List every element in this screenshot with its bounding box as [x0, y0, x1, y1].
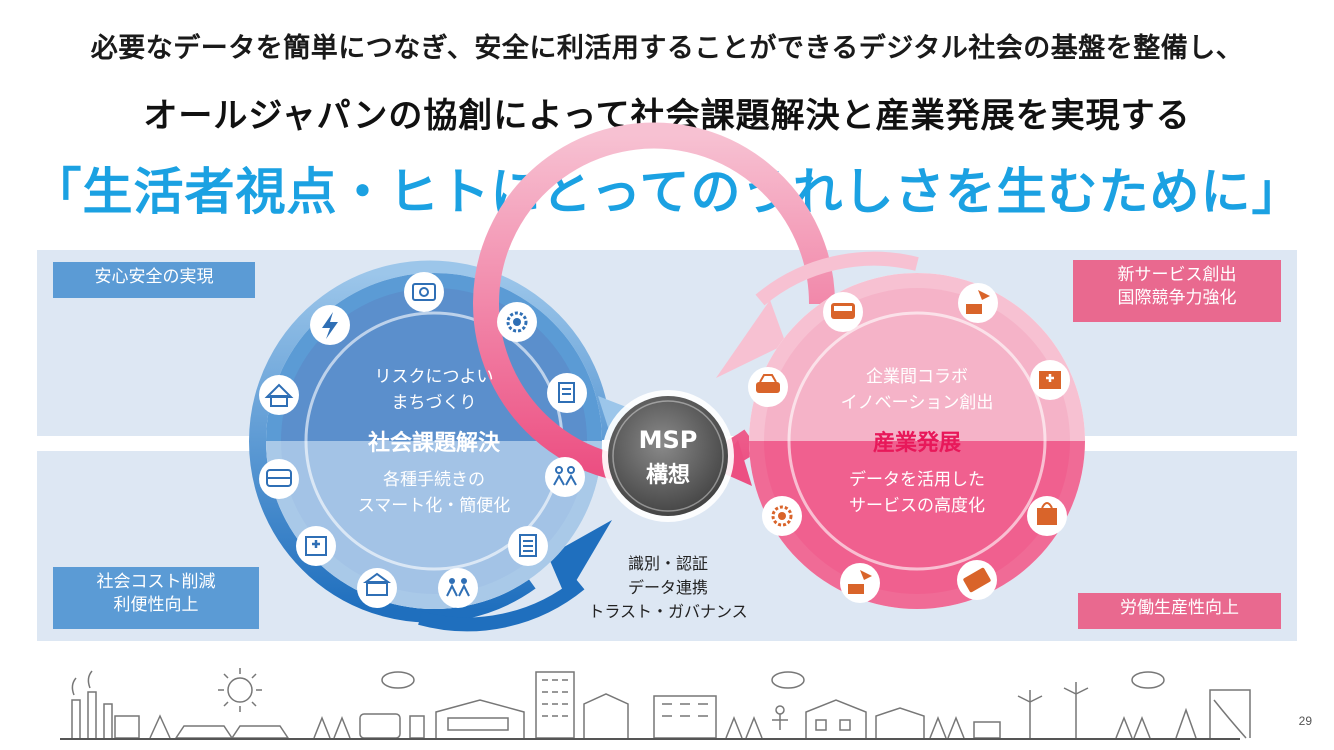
bridge-text-1: 識別・認証: [628, 554, 708, 573]
tag-cost-reduction: 社会コスト削減 利便性向上: [53, 567, 259, 629]
cars-icon: [748, 367, 788, 407]
bridge-text-3: トラスト・ガバナンス: [588, 602, 747, 621]
truck-plane-icon-2: [840, 563, 880, 603]
headline-line-1: 必要なデータを簡単につなぎ、安全に利活用することができるデジタル社会の基盤を整備…: [90, 33, 1244, 64]
hospital-icon: [296, 526, 336, 566]
tag-new-service-line2: 国際競争力強化: [1117, 287, 1237, 308]
right-upper-text-1: 企業間コラボ: [866, 367, 968, 387]
left-upper-text-1: リスクにつよい: [375, 367, 494, 387]
document-list-icon: [508, 526, 548, 566]
house-shield-icon: [259, 375, 299, 415]
tag-new-service-line1: 新サービス創出: [1117, 265, 1237, 285]
tag-new-service: 新サービス創出 国際競争力強化: [1073, 260, 1281, 322]
msp-center: MSP 構想: [602, 390, 734, 522]
truck-plane-icon: [958, 283, 998, 323]
tag-safety-text: 安心安全の実現: [94, 267, 214, 287]
msp-sub-label: 構想: [646, 462, 690, 488]
tag-productivity: 労働生産性向上: [1078, 593, 1281, 629]
left-lower-text-2: スマート化・簡便化: [358, 496, 511, 516]
bus-icon-right: [823, 292, 863, 332]
certificate-icon: [547, 373, 587, 413]
right-upper-text-2: イノベーション創出: [841, 393, 994, 413]
headline-line-3: 「生活者視点・ヒトにとってのうれしさを生むために」: [31, 163, 1303, 221]
bridge-text-2: データ連携: [628, 578, 708, 597]
gear-yen-icon-right: [762, 496, 802, 536]
right-lower-text-1: データを活用した: [849, 469, 985, 490]
left-upper-text-2: まちづくり: [392, 393, 477, 413]
right-arrow-tail: [716, 440, 752, 486]
left-arrow-head: [548, 520, 612, 598]
tag-cost-reduction-line1: 社会コスト削減: [96, 572, 216, 592]
left-title: 社会課題解決: [368, 430, 501, 456]
left-lower-text-1: 各種手続きの: [383, 470, 485, 490]
footer-baseline: [60, 738, 1240, 740]
right-arrow-head: [716, 300, 786, 378]
cityscape-illustration: [71, 668, 1251, 739]
bus-icon: [259, 459, 299, 499]
right-title: 産業発展: [873, 430, 961, 456]
city-hall-icon: [357, 568, 397, 608]
family-icon: [545, 457, 585, 497]
document-card-icon: [404, 272, 444, 312]
children-icon: [438, 568, 478, 608]
hospital-icon-right: [1030, 360, 1070, 400]
credit-card-icon: [957, 560, 997, 600]
tag-safety: 安心安全の実現: [53, 262, 255, 298]
tag-cost-reduction-line2: 利便性向上: [113, 594, 199, 615]
gear-yen-icon: [497, 302, 537, 342]
shopping-bag-icon: [1027, 496, 1067, 536]
page-number: 29: [1298, 714, 1312, 728]
lightning-icon: [310, 305, 350, 345]
right-ring: [749, 273, 1085, 609]
right-lower-text-2: サービスの高度化: [849, 496, 985, 516]
tag-productivity-text: 労働生産性向上: [1120, 598, 1239, 618]
msp-label: MSP: [639, 426, 698, 454]
